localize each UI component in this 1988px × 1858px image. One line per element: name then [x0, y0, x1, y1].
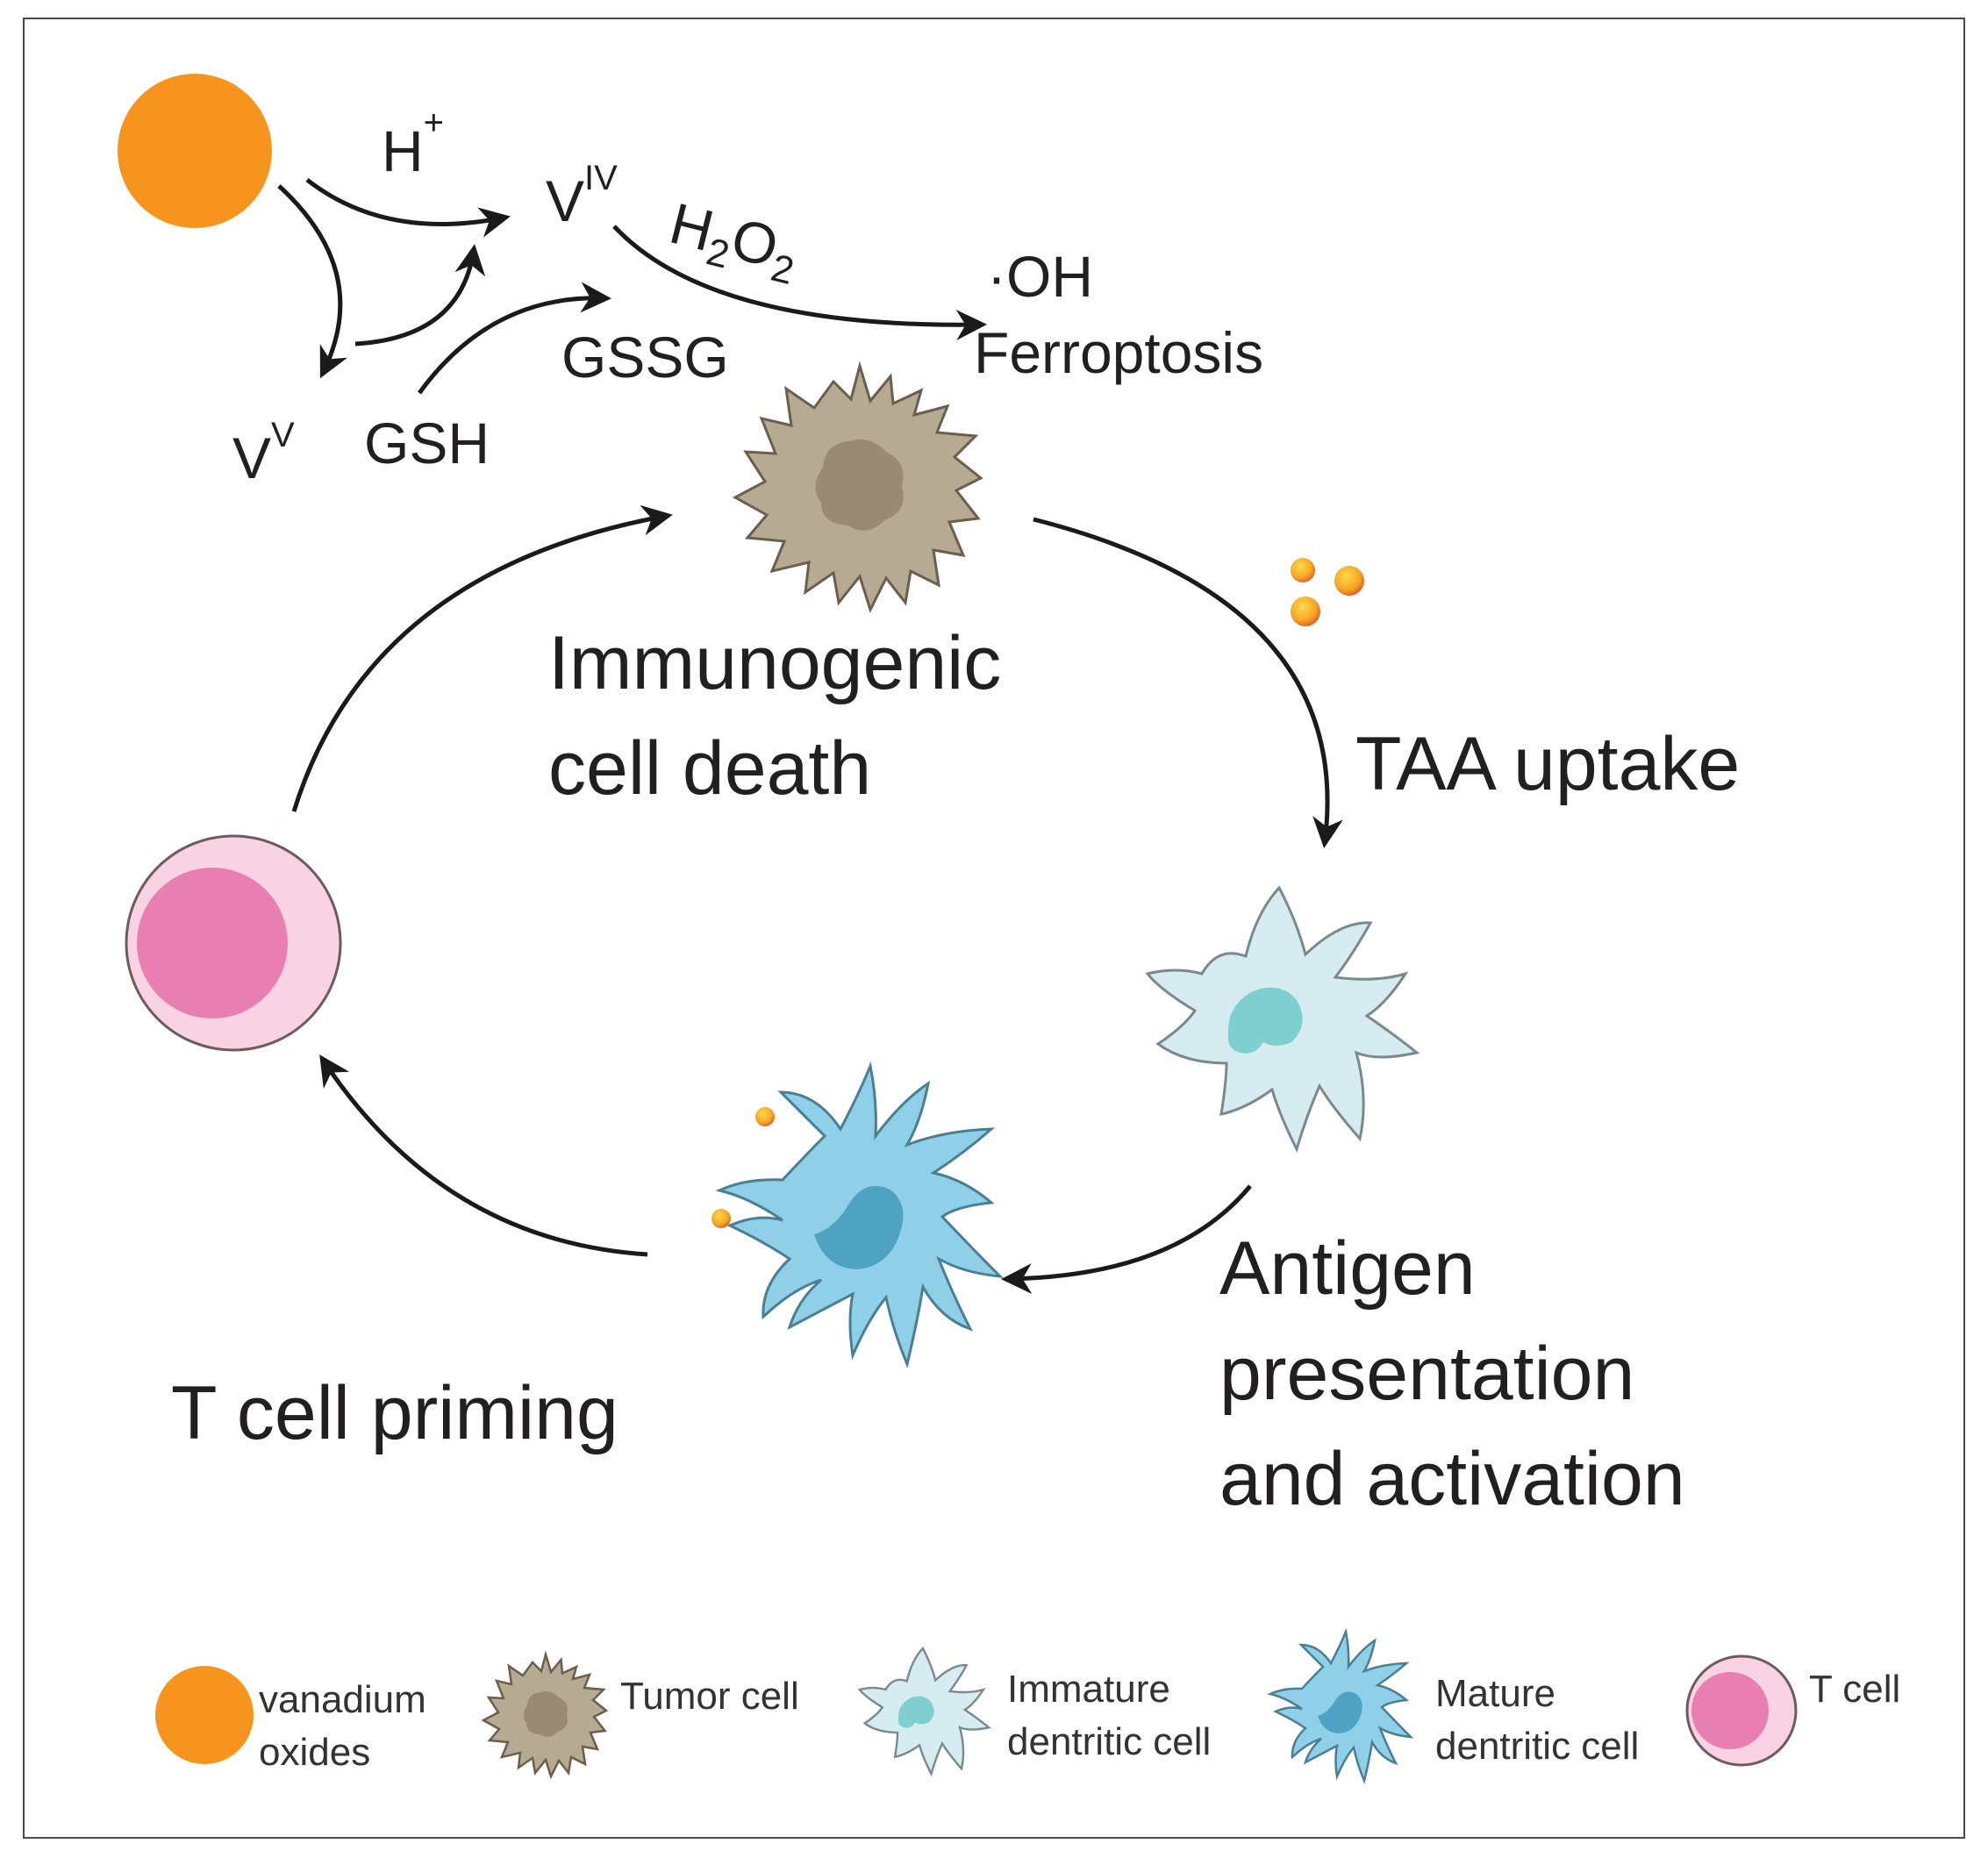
legend-t-cell-swatch: [1685, 1654, 1798, 1767]
vanadium-oxide-nanoparticle: [118, 74, 272, 228]
legend-mature-line2: dentritic cell: [1435, 1725, 1639, 1768]
arrow-gsh-to-gssg: [417, 282, 611, 395]
antigen-presentation-line1: Antigen: [1219, 1226, 1476, 1311]
arrow-vv-to-viv: [354, 244, 486, 347]
hydroxyl-radical-label: ·OH: [987, 244, 1093, 309]
v-v-label: VV: [232, 416, 295, 490]
antigen-presentation-line2: presentation: [1219, 1332, 1634, 1416]
mature-dendritic-cell: [712, 1061, 1005, 1368]
figure-frame: [23, 18, 1965, 1839]
ferroptosis-label: Ferroptosis: [974, 320, 1263, 385]
immunogenic-cell-death-line2: cell death: [548, 726, 871, 811]
legend-tumor-label: Tumor cell: [620, 1675, 799, 1718]
antigen-presentation-line3: and activation: [1219, 1437, 1685, 1521]
gsh-label: GSH: [364, 411, 490, 475]
arrow-tumor-to-immature-dc: [1033, 517, 1343, 848]
h-plus-label: H+: [382, 104, 444, 183]
arrow-mature-dc-to-tcell: [319, 1054, 648, 1257]
taa-uptake-label: TAA uptake: [1355, 722, 1740, 806]
t-cell: [125, 834, 342, 1052]
t-cell-priming-label: T cell priming: [171, 1371, 619, 1455]
legend-t-cell-label: T cell: [1809, 1668, 1900, 1711]
legend-vanadium-swatch: [155, 1666, 254, 1764]
legend-vanadium-line2: oxides: [259, 1731, 370, 1774]
legend-immature-line1: Immature: [1007, 1668, 1170, 1711]
arrow-viv-to-oh: [612, 225, 987, 340]
legend-immature-line2: dentritic cell: [1007, 1720, 1211, 1763]
v-iv-label: VIV: [546, 159, 618, 233]
tumor-cell: [732, 361, 983, 613]
legend-vanadium-line1: vanadium: [259, 1678, 426, 1721]
antigen-particles: [1291, 558, 1364, 626]
legend-tumor-swatch: [481, 1650, 609, 1780]
legend: vanadium oxides Tumor cell Immature dent…: [155, 1627, 1900, 1784]
arrow-to-vv: [277, 184, 348, 379]
arrow-immature-to-mature-dc: [1001, 1184, 1252, 1295]
legend-mature-dc-swatch: [1267, 1627, 1414, 1784]
h2o2-label: H2O2: [661, 190, 805, 293]
legend-mature-line1: Mature: [1435, 1672, 1555, 1715]
immature-dendritic-cell: [1145, 885, 1420, 1154]
arrow-tcell-to-tumor: [291, 504, 673, 812]
legend-immature-dc-swatch: [857, 1646, 991, 1777]
gssg-label: GSSG: [561, 325, 729, 389]
immunogenic-cell-death-line1: Immunogenic: [548, 621, 1001, 705]
arrow-to-viv-from-particle: [305, 178, 511, 238]
